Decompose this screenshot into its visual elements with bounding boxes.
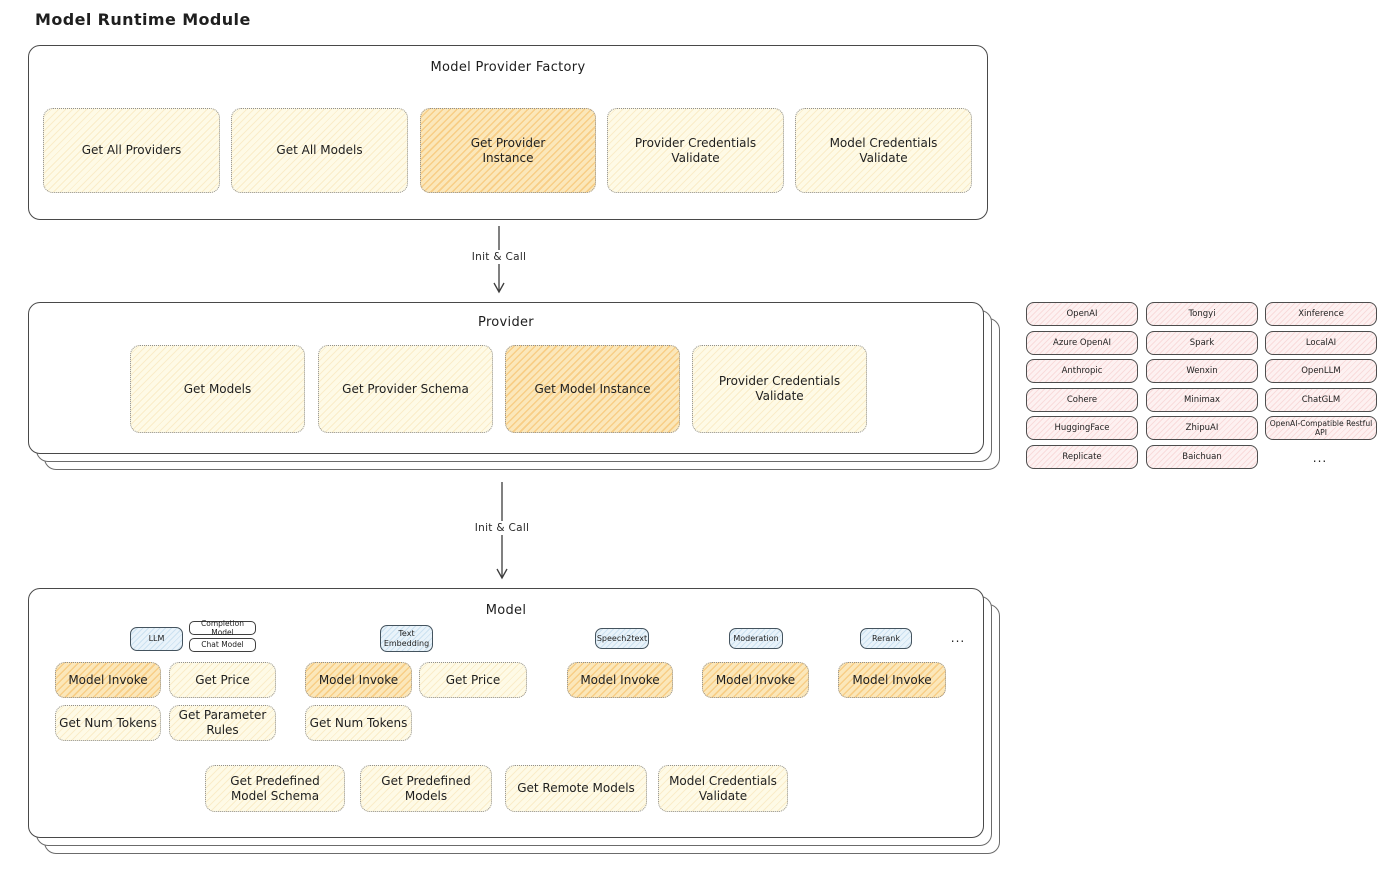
- llm-get-parameter-rules: Get Parameter Rules: [169, 705, 276, 741]
- factory-title: Model Provider Factory: [430, 60, 586, 75]
- provider-item-openai-compatible: OpenAI-Compatible Restful API: [1265, 416, 1377, 440]
- factory-get-provider-instance: Get Provider Instance: [420, 108, 596, 193]
- model-title: Model: [485, 603, 527, 618]
- factory-model-credentials-validate: Model Credentials Validate: [795, 108, 972, 193]
- model-type-completion-model: Completion Model: [189, 619, 256, 637]
- provider-item-cohere: Cohere: [1026, 388, 1138, 412]
- provider-item-tongyi: Tongyi: [1146, 302, 1258, 326]
- provider-item-openllm: OpenLLM: [1265, 359, 1377, 383]
- factory-provider-credentials-validate: Provider Credentials Validate: [607, 108, 784, 193]
- provider-item-wenxin: Wenxin: [1146, 359, 1258, 383]
- provider-get-provider-schema: Get Provider Schema: [318, 345, 493, 433]
- get-remote-models: Get Remote Models: [505, 765, 647, 812]
- get-predefined-model-schema: Get Predefined Model Schema: [205, 765, 345, 812]
- provider-item-huggingface: HuggingFace: [1026, 416, 1138, 440]
- model-type-llm: LLM: [130, 627, 183, 651]
- arrow1-label: Init & Call: [466, 250, 532, 264]
- arrow2-label: Init & Call: [469, 521, 535, 535]
- provider-item-openai: OpenAI: [1026, 302, 1138, 326]
- provider-item-chatglm: ChatGLM: [1265, 388, 1377, 412]
- text-embedding-get-num-tokens: Get Num Tokens: [305, 705, 412, 741]
- provider-credentials-validate: Provider Credentials Validate: [692, 345, 867, 433]
- text-embedding-get-price: Get Price: [419, 662, 527, 698]
- provider-get-models: Get Models: [130, 345, 305, 433]
- model-type-speech2text: Speech2text: [595, 628, 649, 649]
- provider-item-xinference: Xinference: [1265, 302, 1377, 326]
- factory-get-all-providers: Get All Providers: [43, 108, 220, 193]
- provider-item-replicate: Replicate: [1026, 445, 1138, 469]
- provider-get-model-instance: Get Model Instance: [505, 345, 680, 433]
- llm-model-invoke: Model Invoke: [55, 662, 161, 698]
- provider-item-zhipuai: ZhipuAI: [1146, 416, 1258, 440]
- moderation-model-invoke: Model Invoke: [702, 662, 809, 698]
- provider-list-more: ...: [1312, 450, 1328, 465]
- provider-item-minimax: Minimax: [1146, 388, 1258, 412]
- model-type-chat-model: Chat Model: [189, 638, 256, 652]
- llm-get-num-tokens: Get Num Tokens: [55, 705, 161, 741]
- model-types-more: ...: [950, 631, 966, 645]
- model-type-text-embedding: Text Embedding: [380, 625, 433, 652]
- provider-title: Provider: [478, 315, 534, 330]
- provider-item-anthropic: Anthropic: [1026, 359, 1138, 383]
- model-type-rerank: Rerank: [860, 628, 912, 649]
- provider-item-azure-openai: Azure OpenAI: [1026, 331, 1138, 355]
- provider-item-localai: LocalAI: [1265, 331, 1377, 355]
- text-embedding-model-invoke: Model Invoke: [305, 662, 412, 698]
- factory-get-all-models: Get All Models: [231, 108, 408, 193]
- provider-item-spark: Spark: [1146, 331, 1258, 355]
- provider-item-baichuan: Baichuan: [1146, 445, 1258, 469]
- get-predefined-models: Get Predefined Models: [360, 765, 492, 812]
- model-type-moderation: Moderation: [729, 628, 783, 649]
- page-title: Model Runtime Module: [35, 10, 251, 29]
- rerank-model-invoke: Model Invoke: [838, 662, 946, 698]
- speech2text-model-invoke: Model Invoke: [567, 662, 673, 698]
- model-credentials-validate: Model Credentials Validate: [658, 765, 788, 812]
- llm-get-price: Get Price: [169, 662, 276, 698]
